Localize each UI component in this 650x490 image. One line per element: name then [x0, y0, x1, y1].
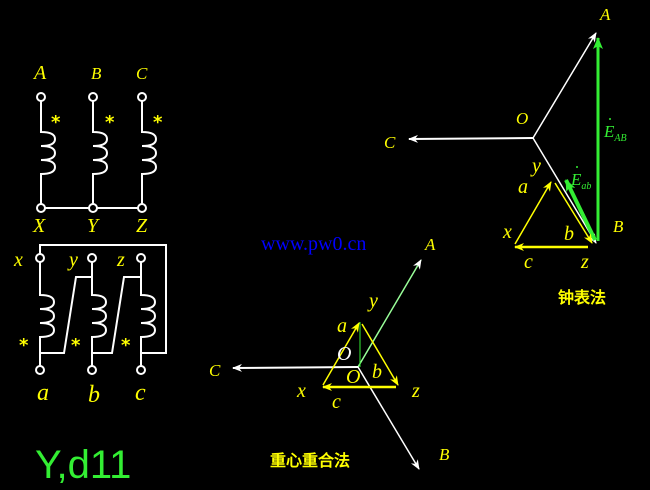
phasor-ab: [361, 323, 399, 386]
clock-method-phasors: O C A B y a x b c z EAB Eab 钟表法: [384, 5, 627, 307]
phasor-xa: [322, 322, 360, 386]
terminal-x: [35, 253, 45, 263]
terminal-Z: [137, 203, 147, 213]
label-A: A: [424, 235, 436, 254]
phasor-ab: [554, 182, 593, 244]
phasor-E-ab: [564, 179, 597, 241]
polarity-mark: *: [153, 112, 163, 133]
label-B: B: [439, 445, 450, 464]
label-X: X: [32, 215, 46, 237]
label-E-ab: Eab: [570, 170, 591, 192]
label-C: C: [384, 133, 396, 152]
polarity-mark: *: [19, 335, 29, 356]
label-z: z: [411, 380, 420, 402]
phasor-C: [232, 363, 359, 372]
phasor-xa: [514, 181, 552, 245]
phasor-B: [357, 366, 420, 470]
dot-accent: [609, 118, 611, 120]
label-c: c: [135, 380, 146, 406]
connection-group-title: Y,d11: [35, 443, 131, 487]
phasor-A: [532, 32, 597, 139]
polarity-mark: *: [105, 112, 115, 133]
primary-windings: A B C * * * X Y Z: [32, 62, 163, 237]
label-C: C: [136, 64, 148, 83]
centroid-method-phasors: A C B y a O O b z x c 重心重合法: [209, 235, 450, 470]
label-x: x: [296, 380, 306, 402]
label-B: B: [613, 217, 624, 236]
label-b: b: [372, 361, 382, 383]
phasor-B: [532, 137, 597, 244]
label-o-secondary: O: [346, 366, 360, 388]
caption-centroid-method: 重心重合法: [270, 451, 350, 470]
label-z: z: [580, 251, 589, 273]
label-a: a: [37, 380, 49, 406]
terminal-a: [35, 365, 45, 375]
label-a: a: [337, 315, 347, 337]
label-A: A: [32, 62, 47, 84]
dot-accent: [576, 166, 578, 168]
terminal-b: [87, 365, 97, 375]
caption-clock-method: 钟表法: [558, 288, 606, 307]
label-c: c: [332, 391, 341, 413]
watermark: www.pw0.cn: [261, 233, 366, 255]
label-O: O: [516, 109, 528, 128]
label-x: x: [13, 249, 23, 271]
secondary-windings: x y z * * * a b c: [13, 244, 167, 408]
label-B: B: [91, 64, 102, 83]
polarity-mark: *: [71, 335, 81, 356]
terminal-z: [136, 253, 146, 263]
label-x: x: [502, 221, 512, 243]
polarity-mark: *: [121, 335, 131, 356]
terminal-c: [136, 365, 146, 375]
terminal-C: [137, 92, 147, 102]
label-y: y: [367, 290, 378, 312]
label-C: C: [209, 361, 221, 380]
label-c: c: [524, 251, 533, 273]
label-b: b: [88, 382, 100, 408]
label-a: a: [518, 176, 528, 198]
label-Z: Z: [136, 215, 148, 237]
phasor-A: [357, 259, 422, 368]
label-y: y: [67, 249, 78, 271]
terminal-B: [88, 92, 98, 102]
label-y: y: [530, 155, 541, 177]
label-b: b: [564, 223, 574, 245]
label-A: A: [599, 5, 611, 24]
label-z: z: [116, 249, 125, 271]
terminal-y: [87, 253, 97, 263]
terminal-A: [36, 92, 46, 102]
label-O-primary: O: [337, 343, 351, 365]
phasor-C: [408, 134, 534, 143]
terminal-X: [36, 203, 46, 213]
polarity-mark: *: [51, 112, 61, 133]
terminal-Y: [88, 203, 98, 213]
label-Y: Y: [87, 215, 100, 237]
label-E-AB: EAB: [603, 122, 627, 144]
